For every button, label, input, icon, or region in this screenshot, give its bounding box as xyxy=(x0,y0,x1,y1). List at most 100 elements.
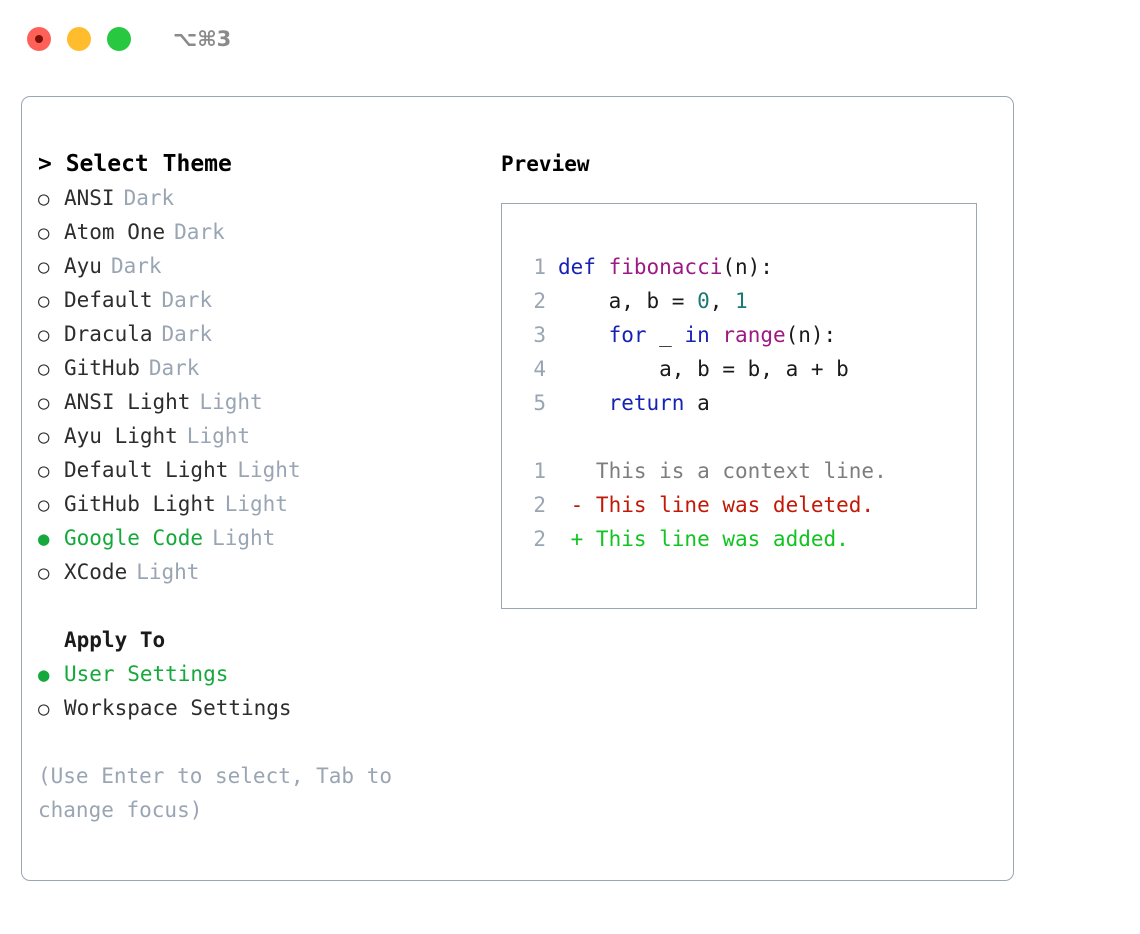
code-token-del: - This line was deleted. xyxy=(558,493,875,517)
theme-variant-tag: Dark xyxy=(123,186,175,210)
theme-picker-header: > Select Theme xyxy=(38,151,232,177)
code-token-kw: for xyxy=(608,323,647,347)
preview-header: Preview xyxy=(501,152,590,176)
theme-option-label: GitHub xyxy=(64,356,140,380)
radio-empty-icon: ○ xyxy=(38,494,50,516)
code-line: 4 a, b = b, a + b xyxy=(516,352,976,386)
theme-option-label: Google Code xyxy=(64,526,204,550)
apply-to-option-label: User Settings xyxy=(64,662,229,686)
theme-option-github[interactable]: ○ GitHub Dark xyxy=(38,351,478,385)
code-token-plain: , xyxy=(709,289,736,313)
apply-to-section: Apply To ● User Settings ○Workspace Settin… xyxy=(38,623,478,725)
theme-variant-tag: Light xyxy=(237,458,301,482)
theme-option-ayu[interactable]: ○ Ayu Dark xyxy=(38,249,478,283)
theme-option-label: XCode xyxy=(64,560,128,584)
code-token-plain: (n): xyxy=(785,323,837,347)
theme-variant-tag: Dark xyxy=(174,220,225,244)
radio-empty-icon: ○ xyxy=(38,460,50,482)
code-token-fn: range xyxy=(722,323,786,347)
line-number: 1 xyxy=(533,255,546,279)
theme-option-label: Atom One xyxy=(64,220,166,244)
radio-empty-icon: ○ xyxy=(38,256,50,278)
code-token-plain: a xyxy=(684,391,710,415)
minimize-button[interactable] xyxy=(67,27,91,51)
code-token-plain xyxy=(558,386,609,420)
theme-option-google-code[interactable]: ● Google Code Light xyxy=(38,521,478,555)
code-line: 2 a, b = 0, 1 xyxy=(516,284,976,318)
code-line: 3 for _ in range(n): xyxy=(516,318,976,352)
theme-variant-tag: Light xyxy=(224,492,288,516)
diff-sample: 1 This is a context line.2 - This line w… xyxy=(516,454,976,556)
code-token-num: 1 xyxy=(735,289,748,313)
radio-empty-icon: ○ xyxy=(38,698,50,720)
theme-option-label: GitHub Light xyxy=(64,492,216,516)
theme-variant-tag: Dark xyxy=(148,356,200,380)
maximize-button[interactable] xyxy=(107,27,131,51)
apply-to-option-list[interactable]: ● User Settings ○Workspace Settings xyxy=(38,657,478,725)
keyboard-hint-text: (Use Enter to select, Tab to change focu… xyxy=(38,764,393,822)
diff-line: 2 - This line was deleted. xyxy=(516,488,976,522)
theme-option-ansi-light[interactable]: ○ ANSI Light Light xyxy=(38,385,478,419)
theme-variant-tag: Dark xyxy=(161,322,213,346)
theme-option-label: Ayu Light xyxy=(64,424,178,448)
theme-option-github-light[interactable]: ○ GitHub Light Light xyxy=(38,487,478,521)
theme-option-default-light[interactable]: ○ Default Light Light xyxy=(38,453,478,487)
line-number: 1 xyxy=(533,459,546,483)
theme-variant-tag: Light xyxy=(186,424,251,448)
theme-option-label: Default Light xyxy=(64,458,229,482)
theme-option-label: Dracula xyxy=(64,322,153,346)
apply-to-header: Apply To xyxy=(64,628,166,652)
code-token-kw: in xyxy=(684,323,710,347)
apply-to-option-user-settings[interactable]: ● User Settings xyxy=(38,657,478,691)
code-token-ctx: This is a context line. xyxy=(558,459,887,483)
theme-option-label: Ayu xyxy=(64,254,102,278)
radio-empty-icon: ○ xyxy=(38,562,50,584)
radio-empty-icon: ○ xyxy=(38,290,50,312)
code-token-kw: return xyxy=(608,391,685,415)
theme-option-label: ANSI xyxy=(64,186,115,210)
line-number: 2 xyxy=(533,493,546,517)
radio-selected-icon: ● xyxy=(38,664,50,686)
theme-option-default[interactable]: ○ Default Dark xyxy=(38,283,478,317)
code-token-fn: fibonacci xyxy=(608,255,723,279)
code-line: 5 return a xyxy=(516,386,976,420)
apply-to-option-workspace-settings[interactable]: ○Workspace Settings xyxy=(38,691,478,725)
code-token-plain xyxy=(710,318,723,352)
theme-option-ayu-light[interactable]: ○ Ayu Light Light xyxy=(38,419,478,453)
theme-variant-tag: Light xyxy=(199,390,263,414)
radio-empty-icon: ○ xyxy=(38,392,50,414)
theme-variant-tag: Dark xyxy=(161,288,213,312)
diff-line: 2 + This line was added. xyxy=(516,522,976,556)
code-token-plain: a, b = b, a + b xyxy=(558,357,849,381)
radio-empty-icon: ○ xyxy=(38,358,50,380)
radio-empty-icon: ○ xyxy=(38,324,50,346)
line-number: 2 xyxy=(533,527,546,551)
line-number: 2 xyxy=(533,289,546,313)
theme-variant-tag: Light xyxy=(212,526,276,550)
radio-empty-icon: ○ xyxy=(38,426,50,448)
theme-option-dracula[interactable]: ○ Dracula Dark xyxy=(38,317,478,351)
theme-option-label: Default xyxy=(64,288,153,312)
theme-option-label: ANSI Light xyxy=(64,390,191,414)
close-button[interactable] xyxy=(27,27,51,51)
code-token-plain: (n): xyxy=(722,255,773,279)
radio-selected-icon: ● xyxy=(38,528,50,550)
code-token-plain: _ xyxy=(646,323,685,347)
diff-line: 1 This is a context line. xyxy=(516,454,976,488)
theme-variant-tag: Dark xyxy=(110,254,162,278)
code-token-add: + This line was added. xyxy=(558,527,849,551)
line-number: 5 xyxy=(533,391,546,415)
code-token-plain xyxy=(558,318,609,352)
keyboard-shortcut-label: ⌥⌘3 xyxy=(173,27,232,51)
